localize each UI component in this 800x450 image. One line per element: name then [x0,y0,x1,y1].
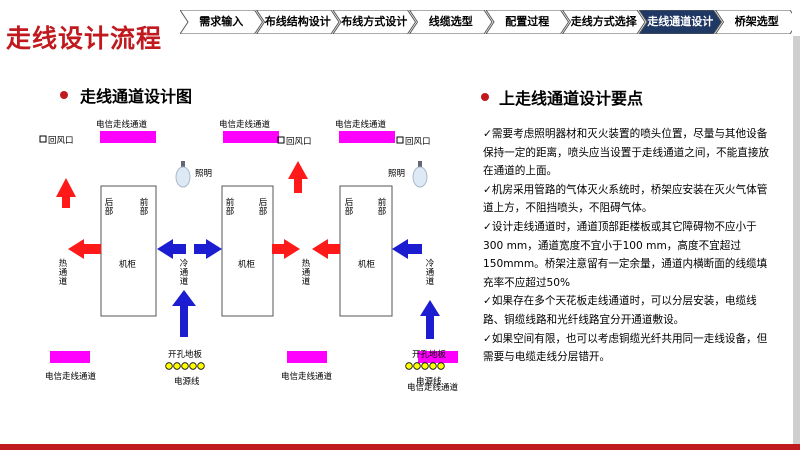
design-point: ✓如果空间有限，也可以考虑铜缆光纤共用同一走线设备，但需要与电缆走线分层错开。 [483,332,768,364]
diagram-graphics [39,131,458,370]
perforated-floor-label-2: 开孔地板 [412,350,447,360]
vent-label-2: 回风口 [286,137,312,147]
cold-air-right-arrow-1 [194,239,222,259]
bottom-tray-label-1: 电信走线通道 [45,372,97,382]
top-tray-2 [223,131,279,143]
step-chevron [255,10,340,34]
right-heading-bullet [481,93,489,101]
step-label: 走线方式选择 [570,15,637,28]
cabinet-2-back: 后部 [258,198,268,217]
step-label: 配置过程 [505,15,550,28]
bottom-tray-label-2: 电信走线通道 [281,372,333,382]
process-step-nav: 需求输入 布线结构设计布线方式设计 线缆选型 配置过程 走线方式选择走线通道设计 桥架选型 [180,10,792,34]
cold-air-left-arrow-1 [157,239,186,259]
cold-air-up-arrow-1 [172,290,196,337]
power-line-label-2: 电源线 [416,377,442,387]
light-icon-1 [175,161,191,188]
top-tray-label-2: 电信走线通道 [219,120,271,130]
cabinet-3-back: 后部 [344,198,354,217]
bottom-tray-3 [418,351,458,363]
left-heading: 走线通道设计图 [80,87,193,106]
step-chevron [485,10,570,34]
cable-channel-diagram: 电信走线通道 电信走线通道 电信走线通道 回风口 回风口 回风口 照明 照明 后… [0,105,470,405]
vent-label-1: 回风口 [48,136,74,146]
cold-air-left-arrow-2 [392,239,422,259]
hot-air-up-arrow-1 [56,178,76,208]
bottom-tray-1 [50,351,90,363]
design-point: ✓需要考虑照明器材和灭火装置的喷头位置，尽量与其他设备保持一定的距离，喷头应当设… [483,128,770,178]
hot-air-right-arrow [272,239,300,259]
step-label: 走线通道设计 [647,15,714,28]
bottom-tray-2 [287,351,327,363]
light-label-1: 照明 [195,169,213,179]
light-label-2: 照明 [388,169,406,179]
top-tray-label-3: 电信走线通道 [335,120,387,130]
hot-air-left-arrow-2 [312,239,340,259]
hot-air-up-arrow-2 [288,161,308,193]
step-chevron [561,10,646,34]
cabinet-3-front: 前部 [377,198,387,217]
step-chevron [638,10,723,34]
cabinet-2-front: 前部 [225,198,235,217]
bottom-accent-bar [0,444,800,450]
vent-icon-3 [396,136,404,144]
hot-air-left-arrow-1 [68,239,101,259]
top-tray-label-1: 电信走线通道 [96,120,148,130]
step-label: 桥架选型 [734,15,779,28]
cabinet-1-label: 机柜 [119,260,137,270]
left-heading-bullet [60,91,68,99]
power-line-dots-2 [405,362,445,370]
design-point: ✓机房采用管路的气体灭火系统时，桥架应安装在灭火气体管道上方，不阻挡喷头，不阻碍… [483,183,768,215]
power-line-dots-1 [165,362,205,370]
vent-icon-1 [39,135,47,143]
right-heading: 上走线通道设计要点 [499,89,644,108]
step-nav-shapes [180,10,792,34]
design-point: ✓设计走线通道时，通道顶部距楼板或其它障碍物不应小于300 mm，通道宽度不宜小… [483,220,768,289]
cabinet-2 [221,185,274,317]
cabinet-1-front: 前部 [139,198,149,217]
light-icon-2 [412,161,428,188]
cabinet-3-label: 机柜 [358,260,376,270]
step-chevron [332,10,417,34]
design-points-list: ✓需要考虑照明器材和灭火装置的喷头位置，尽量与其他设备保持一定的距离，喷头应当设… [483,125,773,367]
step-label: 需求输入 [199,15,244,28]
step-label: 布线结构设计 [264,15,331,28]
vent-label-3: 回风口 [405,137,431,147]
right-edge-bar [793,36,800,444]
cabinet-1-back: 后部 [104,198,114,217]
cabinet-2-label: 机柜 [238,260,256,270]
step-label: 布线方式设计 [341,15,408,28]
hot-aisle-label-1: 热通道 [58,259,68,287]
cold-air-up-arrow-2 [420,300,440,339]
step-label: 线缆选型 [428,15,473,28]
cold-aisle-label-2: 冷通道 [425,259,435,287]
top-tray-1 [100,131,156,143]
power-line-label-1: 电源线 [174,377,200,387]
design-point: ✓如果存在多个天花板走线通道时，可以分层安装，电缆线路、铜缆线路和光纤线路宜分开… [483,295,757,326]
top-tray-3 [339,131,395,143]
page-title: 走线设计流程 [6,24,163,53]
step-chevron [408,10,493,34]
step-chevron [180,10,264,34]
bottom-tray-label-3: 电信走线通道 [407,383,459,393]
hot-aisle-label-2: 热通道 [301,259,311,287]
cold-aisle-label-1: 冷通道 [179,259,189,287]
step-chevron [714,10,792,34]
cabinet-1 [100,185,157,317]
vent-icon-2 [277,136,285,144]
cabinet-3 [339,185,393,317]
perforated-floor-label-1: 开孔地板 [168,350,203,360]
